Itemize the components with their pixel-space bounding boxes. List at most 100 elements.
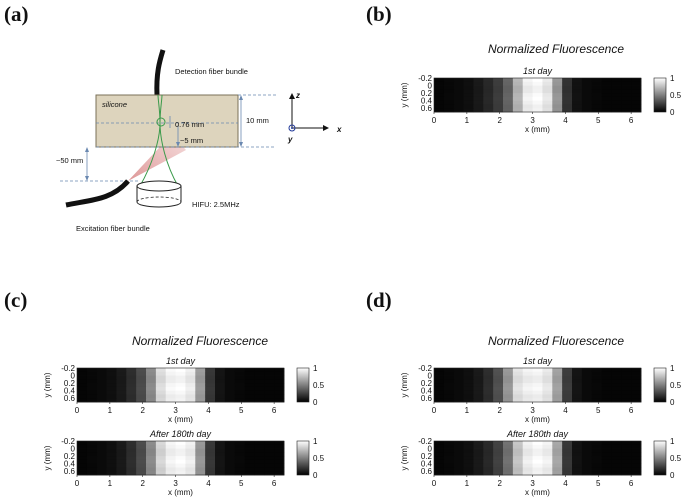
colorbar-tick-label: 0.5	[670, 91, 682, 100]
y-tick-label: 0.4	[421, 97, 433, 106]
heatmap-cell	[126, 463, 137, 468]
heatmap-cell	[562, 104, 573, 109]
heatmap-cell	[146, 471, 157, 476]
heatmap-cell	[86, 459, 98, 465]
heatmap-cell	[493, 459, 504, 465]
heatmap-cell	[532, 104, 543, 109]
heatmap-cell	[532, 467, 543, 472]
heatmap-cell	[126, 452, 137, 457]
panel-label-c: (c)	[4, 288, 28, 312]
heatmap-cell	[532, 383, 543, 388]
heatmap-cell	[77, 463, 88, 468]
heatmap-cell	[434, 104, 445, 109]
heatmap-cell	[106, 386, 117, 392]
heatmap-cell	[264, 371, 275, 376]
heatmap-cell	[264, 448, 275, 453]
heatmap-cell	[562, 448, 573, 453]
heatmap-cell	[522, 81, 533, 86]
heatmap-cell	[155, 379, 167, 384]
heatmap-cell	[621, 398, 632, 403]
heatmap-cell	[512, 81, 524, 86]
heatmap-cell	[165, 368, 176, 373]
heatmap-cell	[146, 441, 157, 446]
heatmap-cell	[175, 398, 186, 403]
heatmap-cell	[254, 452, 265, 457]
heatmap-cell	[591, 390, 602, 395]
heatmap-cell	[621, 100, 632, 105]
heatmap-cell	[581, 379, 593, 384]
heatmap-cell	[274, 398, 285, 403]
heatmap-cell	[611, 456, 622, 461]
heatmap-cell	[443, 379, 455, 384]
heatmap-cell	[453, 78, 464, 83]
x-tick-label: 5	[239, 479, 244, 488]
heatmap-cell	[493, 379, 504, 384]
heatmap-cell	[611, 89, 622, 94]
heatmap-cell	[195, 379, 206, 384]
heatmap-cell	[434, 78, 445, 83]
heatmap-cell	[165, 383, 176, 388]
y-tick-label: 0.4	[64, 387, 76, 396]
heatmap-cell	[552, 452, 563, 457]
heatmap-cell	[224, 368, 236, 373]
heatmap-cell	[463, 452, 474, 457]
heatmap-cell	[443, 375, 455, 380]
heatmap-cell	[106, 448, 117, 453]
heatmap-cell	[552, 448, 563, 453]
colorbar	[653, 77, 667, 113]
heatmap-cell	[185, 394, 196, 399]
heatmap-cell	[572, 78, 583, 83]
heatmap-cell	[591, 93, 602, 98]
heatmap-cell	[195, 467, 206, 472]
heatmap-cell	[244, 448, 255, 453]
heatmap-cell	[136, 394, 147, 399]
heatmap-cell	[572, 108, 583, 113]
heatmap-cell	[116, 383, 127, 388]
heatmap-cell	[591, 78, 602, 83]
heatmap-cell	[86, 463, 98, 468]
heatmap-cell	[601, 398, 612, 403]
heatmap-cell	[77, 383, 88, 388]
heatmap-cell	[473, 100, 484, 105]
heatmap-cell	[522, 398, 533, 403]
heatmap-cell	[244, 386, 255, 392]
heatmap-cell	[146, 375, 157, 380]
heatmap-cell	[165, 471, 176, 476]
heatmap-cell	[146, 386, 157, 392]
heatmap-cell	[136, 386, 147, 392]
heatmap-cell	[483, 85, 494, 90]
heatmap-cell	[532, 93, 543, 98]
heatmap-cell	[224, 471, 236, 476]
heatmap-cell	[96, 386, 107, 392]
heatmap-cell	[244, 467, 255, 472]
heatmap-cell	[493, 398, 504, 403]
heatmap-cell	[621, 459, 632, 465]
heatmap-cell	[512, 452, 524, 457]
x-tick-label: 1	[108, 479, 113, 488]
heatmap-cell	[77, 452, 88, 457]
heatmap-cell	[234, 383, 245, 388]
heatmap-cell	[116, 441, 127, 446]
heatmap-cell	[542, 81, 553, 86]
heatmap-cell	[234, 371, 245, 376]
heatmap-cell	[215, 398, 226, 403]
heatmap-cell	[136, 444, 147, 449]
heatmap-cell	[175, 444, 186, 449]
heatmap-cell	[503, 371, 514, 376]
heatmap-cell	[512, 100, 524, 105]
heatmap-cell	[542, 104, 553, 109]
heatmap-cell	[175, 456, 186, 461]
heatmap-cell	[601, 467, 612, 472]
heatmap-cell	[106, 379, 117, 384]
heatmap-cell	[116, 368, 127, 373]
figure-title-c: Normalized Fluorescence	[131, 334, 269, 348]
heatmap-cell	[77, 386, 88, 392]
heatmap-cell	[542, 456, 553, 461]
heatmap-cell	[493, 371, 504, 376]
heatmap-cell	[443, 383, 455, 388]
heatmap-cell	[86, 390, 98, 395]
x-tick-label: 3	[173, 479, 178, 488]
heatmap-cell	[86, 386, 98, 392]
heatmap-cell	[542, 390, 553, 395]
